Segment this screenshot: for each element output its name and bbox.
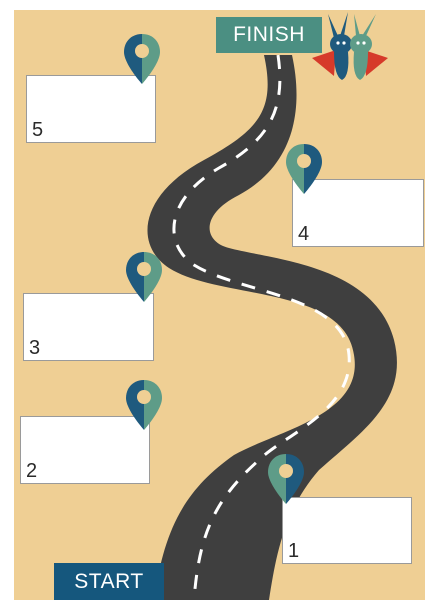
map-pin-icon: [124, 378, 164, 432]
step-number: 2: [26, 461, 37, 481]
step-number: 3: [29, 338, 40, 358]
game-board: 5 4 3 2 1 FINISH START: [14, 10, 425, 600]
map-pin-icon: [266, 452, 306, 506]
step-box-1[interactable]: 1: [282, 497, 412, 564]
step-number: 4: [298, 224, 309, 244]
rabbit-mascot-icon: [304, 10, 396, 90]
map-pin-icon: [124, 250, 164, 304]
step-number: 5: [32, 120, 43, 140]
map-pin-icon: [284, 142, 324, 196]
step-number: 1: [288, 541, 299, 561]
map-pin-icon: [122, 32, 162, 86]
start-banner: START: [54, 563, 164, 600]
